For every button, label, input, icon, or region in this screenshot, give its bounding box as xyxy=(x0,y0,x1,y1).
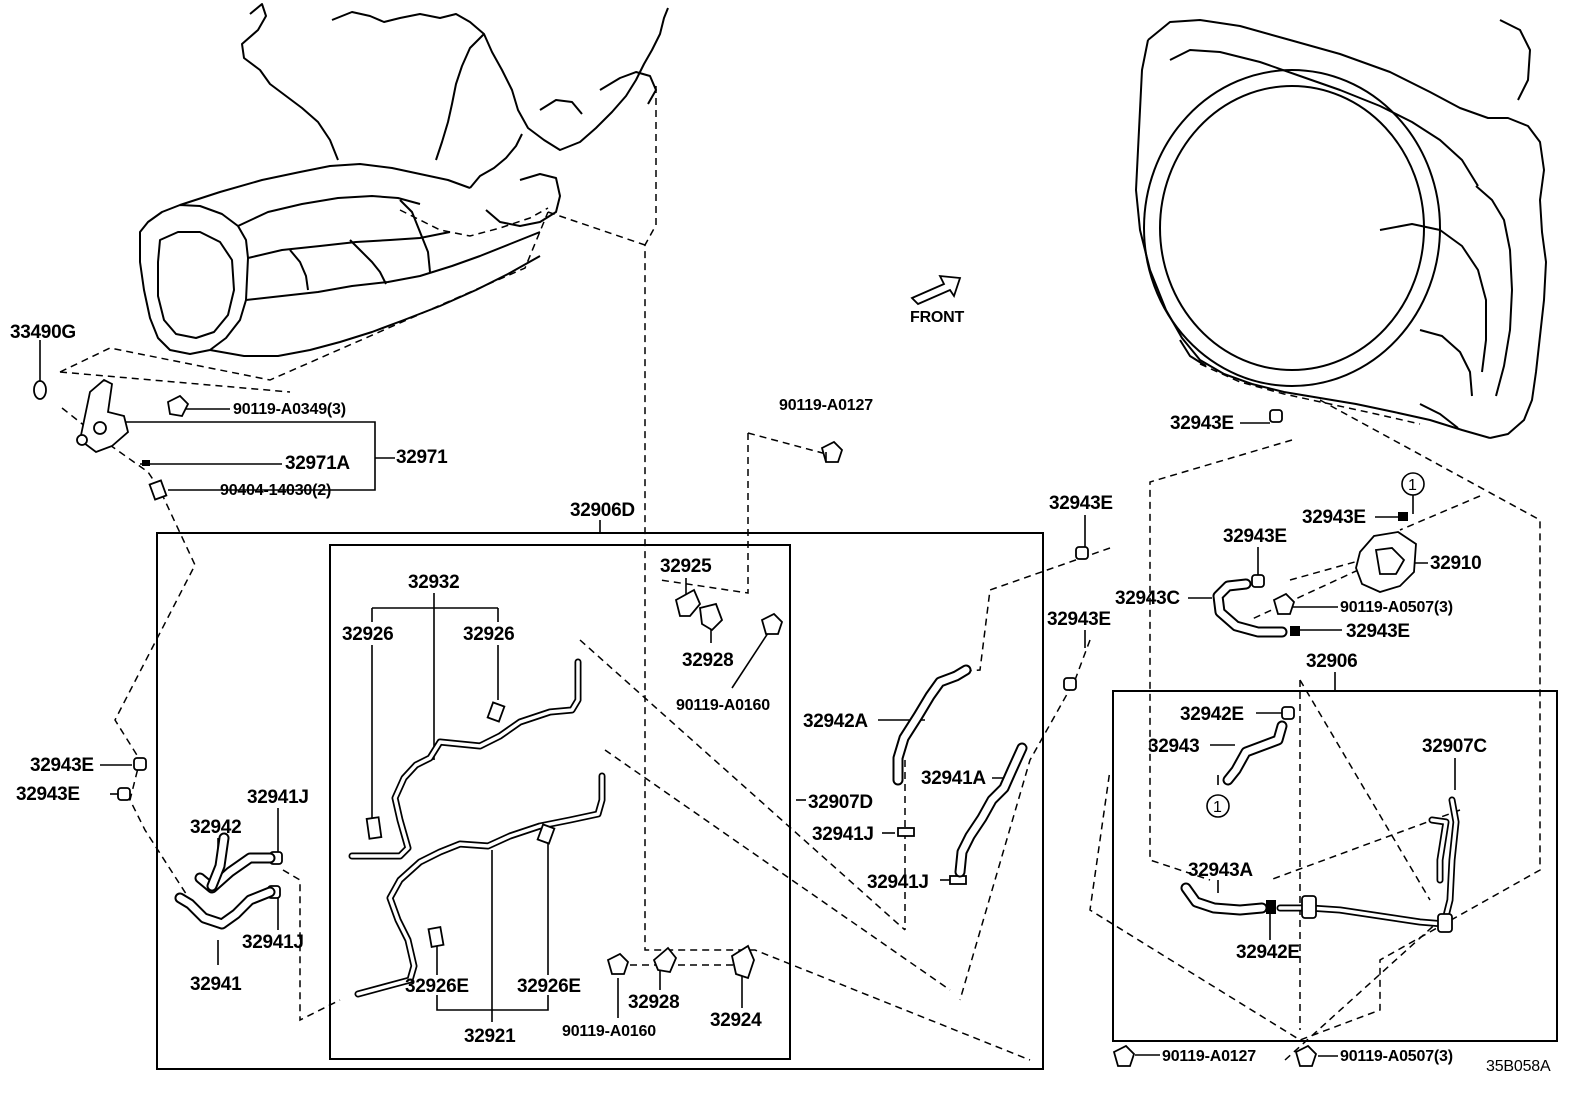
bolt-icon xyxy=(820,440,844,463)
tubes-inner xyxy=(348,658,606,998)
label-32971: 32971 xyxy=(396,447,448,468)
label-32928-a: 32928 xyxy=(682,650,733,671)
diagram-code: 35B058A xyxy=(1486,1058,1551,1075)
label-32910: 32910 xyxy=(1430,553,1481,574)
label-90119-A0160-a: 90119-A0160 xyxy=(676,697,770,714)
label-32943E-r3: 32943E xyxy=(1223,526,1287,547)
label-32943E-m1: 32943E xyxy=(1049,493,1113,514)
label-32926E-a: 32926E xyxy=(405,976,469,997)
label-32942A: 32942A xyxy=(803,711,868,732)
label-32941J-l1: 32941J xyxy=(247,787,309,808)
hoses-middle xyxy=(892,664,1028,878)
bolt-icon xyxy=(1112,1044,1136,1067)
label-90119-A0507-a: 90119-A0507(3) xyxy=(1340,599,1453,616)
leader-lines xyxy=(39,340,1456,1057)
transmission-illustration xyxy=(139,3,669,357)
label-32941J-mid2: 32941J xyxy=(867,872,929,893)
label-32943E-l2: 32943E xyxy=(16,784,80,805)
label-32943E-r4: 32943E xyxy=(1346,621,1410,642)
label-32907D: 32907D xyxy=(808,792,873,813)
label-32942E-a: 32942E xyxy=(1180,704,1244,725)
label-90119-A0507-b: 90119-A0507(3) xyxy=(1340,1048,1453,1065)
label-32932: 32932 xyxy=(408,572,459,593)
label-32943E-r1: 32943E xyxy=(1170,413,1234,434)
label-32943C: 32943C xyxy=(1115,588,1180,609)
label-32921: 32921 xyxy=(464,1026,516,1047)
label-32925: 32925 xyxy=(660,556,712,577)
label-32943E-m2: 32943E xyxy=(1047,609,1111,630)
bolt-icons xyxy=(606,440,1318,1067)
bolt-icon xyxy=(606,952,630,975)
part-labels: 33490G 90119-A0349(3) 32971A 32971 90404… xyxy=(10,322,1551,1075)
radiator-shroud-illustration xyxy=(1135,19,1547,439)
clamp-icons xyxy=(117,409,1408,914)
label-32943A: 32943A xyxy=(1188,860,1253,881)
label-90119-A0127-top: 90119-A0127 xyxy=(779,397,873,414)
label-32943: 32943 xyxy=(1148,736,1199,757)
label-32941J-l2: 32941J xyxy=(242,932,304,953)
reference-marker-circle: 1 xyxy=(1206,794,1230,818)
hoses-right xyxy=(1180,531,1460,933)
label-32941A: 32941A xyxy=(921,768,986,789)
svg-text:1: 1 xyxy=(1213,799,1222,816)
label-32906: 32906 xyxy=(1306,651,1357,672)
label-32942E-b: 32942E xyxy=(1236,942,1300,963)
label-90119-A0349: 90119-A0349(3) xyxy=(233,401,346,418)
label-32971A: 32971A xyxy=(285,453,350,474)
label-90404-14030: 90404-14030(2) xyxy=(220,482,331,499)
label-32941J-mid1: 32941J xyxy=(812,824,874,845)
label-32907C: 32907C xyxy=(1422,736,1487,757)
label-32943E-r2: 32943E xyxy=(1302,507,1366,528)
label-32942: 32942 xyxy=(190,817,241,838)
front-direction-arrow: FRONT xyxy=(910,274,965,326)
bracket-illustrations xyxy=(652,588,755,980)
bolt-icon xyxy=(760,612,784,635)
label-32926-b: 32926 xyxy=(463,624,514,645)
label-32941: 32941 xyxy=(190,974,242,995)
frame-32907D xyxy=(329,544,791,1060)
dashed-connection-lines xyxy=(59,86,1541,1061)
label-32926-a: 32926 xyxy=(342,624,393,645)
label-90119-A0160-b: 90119-A0160 xyxy=(562,1023,656,1040)
front-label: FRONT xyxy=(910,309,965,326)
reference-marker-circle: 1 xyxy=(1401,472,1425,496)
bolt-icon xyxy=(1272,592,1296,615)
label-32926E-b: 32926E xyxy=(517,976,581,997)
label-32924: 32924 xyxy=(710,1010,762,1031)
label-32906D: 32906D xyxy=(570,500,635,521)
label-33490G: 33490G xyxy=(10,322,76,343)
label-32943E-l1: 32943E xyxy=(30,755,94,776)
label-32928-b: 32928 xyxy=(628,992,679,1013)
oil-cooler-bracket-illustration xyxy=(33,378,190,501)
label-90119-A0127-bot: 90119-A0127 xyxy=(1162,1048,1256,1065)
bolt-icon xyxy=(1294,1044,1318,1067)
hoses-left xyxy=(174,832,276,930)
svg-text:1: 1 xyxy=(1408,477,1417,494)
